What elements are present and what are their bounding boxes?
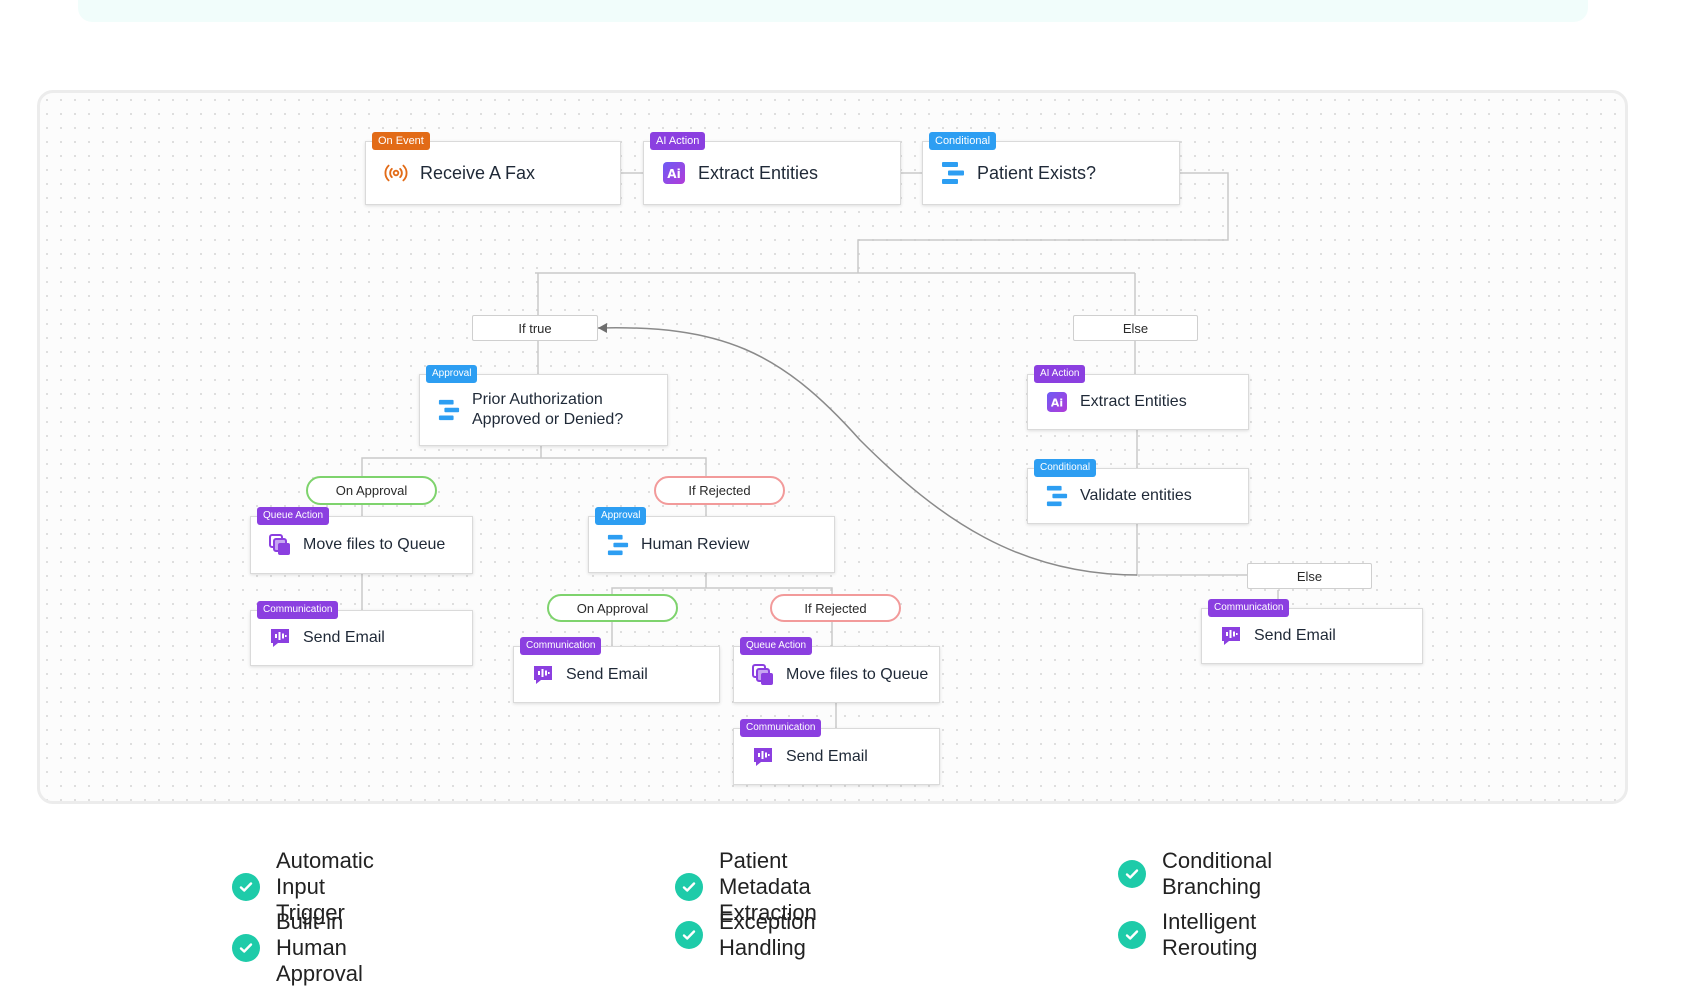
feature-label: Conditional Branching [1162, 848, 1273, 899]
node-validate-entities[interactable]: Conditional Validate entities [1027, 459, 1249, 524]
tag-queue-action: Queue Action [257, 507, 330, 525]
branch-icon [1046, 485, 1068, 507]
node-label: Send Email [566, 665, 648, 683]
node-label: Send Email [303, 629, 385, 646]
ai-icon: Ai [1046, 391, 1068, 413]
branch-icon [438, 399, 460, 421]
feature-label: Intelligent Rerouting [1162, 909, 1258, 960]
node-label: Extract Entities [698, 162, 819, 183]
tag-ai-action: AI Action [650, 132, 706, 150]
node-human-review[interactable]: Approval Human Review [588, 507, 835, 573]
audio-message-icon [752, 746, 774, 768]
check-circle-icon [1118, 860, 1146, 888]
node-send-email[interactable]: Communication Send Email [250, 601, 473, 666]
node-label: Human Review [641, 535, 750, 553]
tag-queue-action: Queue Action [740, 637, 813, 655]
check-circle-icon [232, 934, 260, 962]
tag-communication: Communication [740, 719, 822, 737]
branch-else[interactable]: Else [1247, 563, 1372, 589]
node-extract-entities[interactable]: AI Action Ai Extract Entities [643, 132, 901, 205]
audio-message-icon [269, 627, 291, 649]
node-send-email[interactable]: Communication Send Email [513, 637, 720, 703]
branch-if-true[interactable]: If true [472, 315, 598, 341]
ai-icon: Ai [662, 161, 686, 185]
tag-approval: Approval [426, 365, 478, 383]
pill-if-rejected[interactable]: If Rejected [770, 594, 901, 622]
svg-text:Ai: Ai [667, 167, 680, 181]
tag-communication: Communication [1208, 599, 1290, 617]
check-circle-icon [1118, 921, 1146, 949]
files-icon [269, 534, 291, 556]
node-move-files-queue[interactable]: Queue Action Move files to Queue [250, 507, 473, 574]
broadcast-icon [384, 161, 408, 185]
tag-on-event: On Event [372, 132, 430, 150]
node-label-line1: Prior Authorization [472, 391, 603, 408]
node-prior-authorization[interactable]: Approval Prior Authorization Approved or… [419, 365, 668, 446]
check-circle-icon [675, 921, 703, 949]
pill-if-rejected[interactable]: If Rejected [654, 476, 785, 505]
check-circle-icon [232, 873, 260, 901]
pill-on-approval[interactable]: On Approval [306, 476, 437, 505]
check-circle-icon [675, 873, 703, 901]
branch-else[interactable]: Else [1073, 315, 1198, 341]
pill-on-approval[interactable]: On Approval [547, 594, 678, 622]
branch-icon [941, 161, 965, 185]
tag-communication: Communication [257, 601, 339, 619]
feature-item: Exception Handling [675, 909, 816, 961]
node-label: Extract Entities [1080, 393, 1187, 410]
feature-label: Built-in Human Approval [276, 909, 363, 986]
feature-item: Built-in Human Approval [232, 909, 363, 987]
node-label: Receive A Fax [420, 162, 536, 183]
feature-item: Automatic Input Trigger [232, 848, 374, 926]
feature-item: Conditional Branching [1118, 848, 1272, 900]
feature-label: Automatic Input Trigger [276, 848, 374, 925]
audio-message-icon [532, 664, 554, 686]
node-receive-fax[interactable]: On Event Receive A Fax [365, 132, 621, 205]
svg-text:Ai: Ai [1051, 397, 1063, 410]
node-label: Send Email [786, 747, 868, 765]
tag-approval: Approval [595, 507, 647, 525]
node-send-email[interactable]: Communication Send Email [1201, 599, 1423, 664]
tag-conditional: Conditional [929, 132, 997, 150]
tag-communication: Communication [520, 637, 602, 655]
node-label: Send Email [1254, 627, 1336, 644]
node-label: Prior Authorization Approved or Denied? [472, 390, 623, 430]
tag-ai-action: AI Action [1034, 365, 1086, 383]
audio-message-icon [1220, 625, 1242, 647]
node-label: Move files to Queue [303, 536, 446, 553]
tag-conditional: Conditional [1034, 459, 1097, 477]
node-label-line2: Approved or Denied? [472, 411, 624, 428]
node-send-email[interactable]: Communication Send Email [733, 719, 940, 785]
feature-item: Intelligent Rerouting [1118, 909, 1257, 961]
feature-item: Patient Metadata Extraction [675, 848, 817, 926]
node-label: Validate entities [1080, 487, 1192, 504]
node-label: Patient Exists? [977, 162, 1097, 183]
node-move-files-queue[interactable]: Queue Action Move files to Queue [733, 637, 940, 703]
feature-label: Exception Handling [719, 909, 816, 960]
files-icon [752, 663, 774, 686]
node-label: Move files to Queue [786, 665, 929, 683]
node-patient-exists[interactable]: Conditional Patient Exists? [922, 132, 1180, 205]
branch-icon [607, 534, 629, 556]
node-extract-entities[interactable]: AI Action Ai Extract Entities [1027, 365, 1249, 430]
feature-label: Patient Metadata Extraction [719, 848, 817, 925]
top-banner [78, 0, 1588, 22]
